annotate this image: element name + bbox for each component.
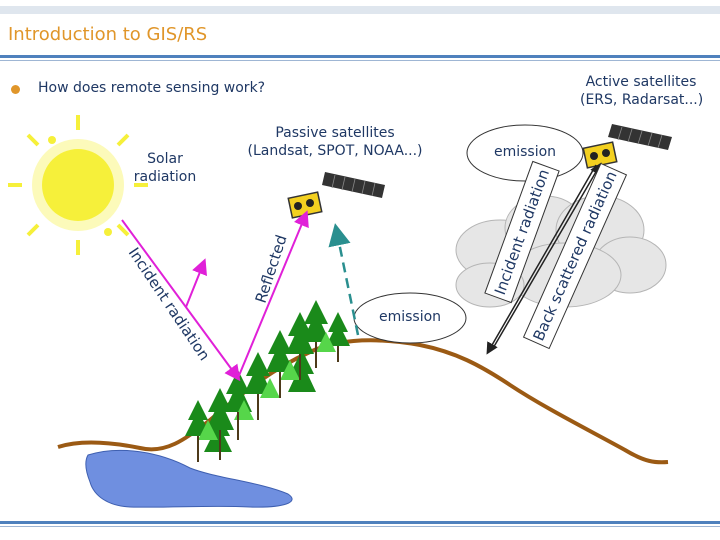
top-stripe	[0, 6, 720, 14]
emission-top-ellipse	[466, 124, 584, 182]
forest	[185, 300, 350, 462]
incident-radiation-left-label: Incident radiation	[125, 244, 214, 364]
reflected-arrow	[237, 210, 309, 379]
footer-divider-thin	[0, 526, 720, 527]
lake	[85, 449, 293, 508]
sun-icon	[8, 115, 148, 255]
title-divider	[0, 55, 720, 58]
slide-title: Introduction to GIS/RS	[8, 24, 208, 45]
solar-radiation-label: Solar radiation	[133, 151, 197, 185]
incident-solar-arrow	[121, 219, 241, 382]
small-reflection-arrow	[185, 258, 207, 308]
ground-line	[57, 338, 669, 465]
emission-bottom-label: emission	[378, 309, 442, 325]
emission-top-label: emission	[493, 144, 557, 160]
active-satellite-icon	[578, 118, 676, 176]
bullet-text: How does remote sensing work?	[38, 80, 266, 96]
incident-active-arrow	[486, 164, 597, 355]
active-satellites-label: Active satellites (ERS, Radarsat...)	[580, 74, 704, 108]
title-divider-thin	[0, 60, 720, 61]
passive-satellite-icon	[282, 172, 386, 226]
emission-arrow	[328, 223, 360, 336]
reflected-label: Reflected	[252, 233, 291, 306]
bullet-icon	[11, 85, 20, 94]
passive-satellites-label: Passive satellites (Landsat, SPOT, NOAA.…	[247, 125, 423, 159]
footer-divider	[0, 521, 720, 524]
backscatter-arrow	[491, 162, 602, 351]
